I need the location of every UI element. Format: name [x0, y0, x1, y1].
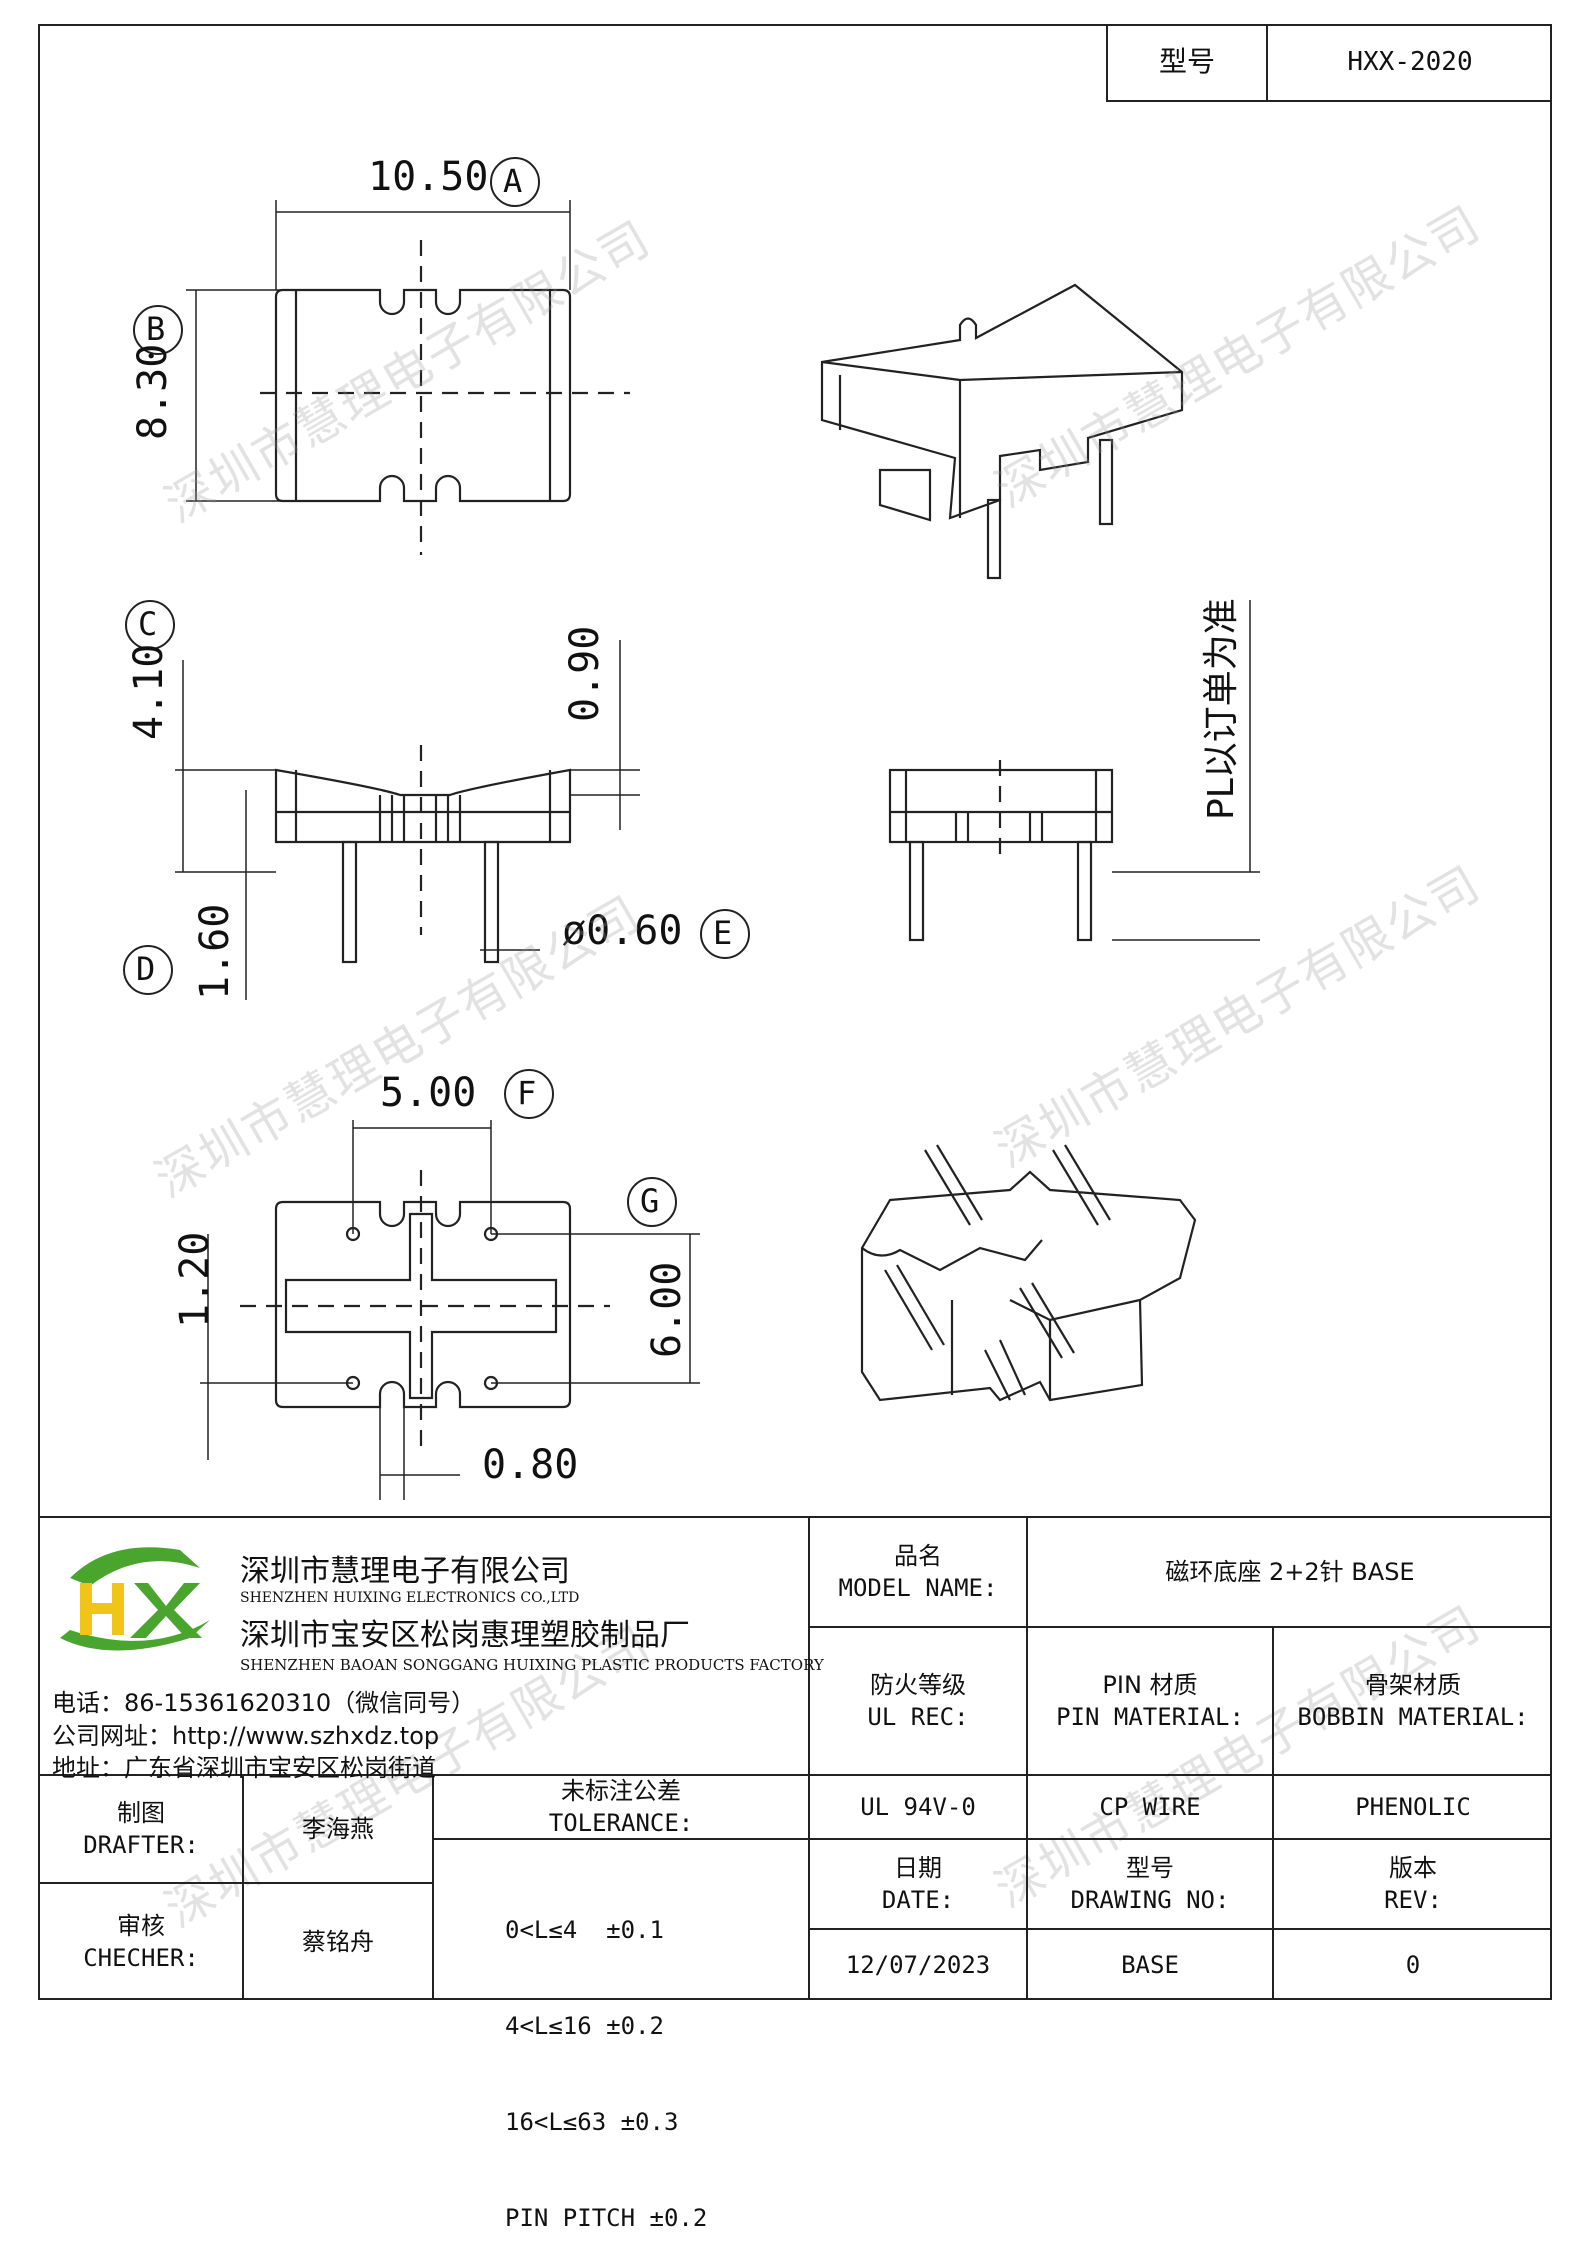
bobbin-material-label-en: BOBBIN MATERIAL:	[1297, 1703, 1529, 1731]
pin-material-label: PIN 材质 PIN MATERIAL:	[1028, 1628, 1272, 1774]
date-label: 日期 DATE:	[810, 1840, 1026, 1928]
drawing-no-value: BASE	[1121, 1951, 1179, 1979]
top-view	[186, 200, 630, 555]
header-model-value: HXX-2020	[1347, 47, 1473, 77]
drafter-label-en: DRAFTER:	[83, 1831, 199, 1859]
iso-view-bottom	[860, 1144, 1197, 1402]
rev-label-cn: 版本	[1389, 1854, 1437, 1882]
tolerance-line: PIN PITCH ±0.2	[505, 2204, 708, 2232]
tolerance-table: 0<L≤4 ±0.1 4<L≤16 ±0.2 16<L≤63 ±0.3 PIN …	[505, 1850, 707, 2266]
tolerance-line: 0<L≤4 ±0.1	[505, 1916, 664, 1944]
dim-e-value: ø0.60	[562, 908, 683, 954]
tolerance-label-en: TOLERANCE:	[548, 1809, 694, 1837]
rev-label-en: REV:	[1384, 1886, 1442, 1914]
drafter-value: 李海燕	[302, 1815, 374, 1843]
dim-090-value: 0.90	[562, 625, 608, 722]
pin-material-label-en: PIN MATERIAL:	[1056, 1703, 1244, 1731]
pin-material-value: CP WIRE	[1099, 1793, 1201, 1821]
dim-c-tag: C	[138, 605, 158, 643]
dim-a-value: 10.50	[368, 154, 489, 200]
model-name-label-en: MODEL NAME:	[838, 1574, 998, 1602]
drawing-no-label-en: DRAWING NO:	[1070, 1886, 1230, 1914]
dim-g-tag: G	[640, 1182, 660, 1220]
model-name-label: 品名 MODEL NAME:	[810, 1518, 1026, 1626]
ul-label-cn: 防火等级	[870, 1671, 966, 1699]
date-value: 12/07/2023	[845, 1951, 991, 1979]
drawing-frame	[38, 24, 1552, 2000]
drafter-label-cn: 制图	[117, 1799, 165, 1827]
iso-view-top	[820, 283, 1184, 580]
dim-e-tag: E	[713, 914, 733, 952]
company-logo	[60, 1547, 210, 1651]
ul-value: UL 94V-0	[860, 1793, 976, 1821]
dim-d-value: 1.60	[192, 903, 238, 1000]
rev-label: 版本 REV:	[1274, 1840, 1552, 1928]
checker-label-en: CHECHER:	[83, 1944, 199, 1972]
checker-label-cn: 审核	[117, 1912, 165, 1940]
tolerance-divider	[434, 1838, 808, 1840]
tolerance-label-cn: 未标注公差	[561, 1777, 681, 1805]
dim-f-value: 5.00	[380, 1070, 477, 1116]
factory-name-en: SHENZHEN BAOAN SONGGANG HUIXING PLASTIC …	[240, 1656, 824, 1674]
date-label-en: DATE:	[881, 1886, 955, 1914]
tolerance-line: 16<L≤63 ±0.3	[505, 2108, 679, 2136]
header-model-label: 型号	[1158, 45, 1215, 78]
drafter-label: 制图 DRAFTER:	[40, 1776, 242, 1882]
header-divider	[1266, 24, 1268, 102]
dim-f-tag: F	[517, 1074, 537, 1112]
company-name-cn: 深圳市慧理电子有限公司	[240, 1554, 570, 1589]
company-phone: 电话：86-15361620310（微信同号）	[52, 1689, 476, 1717]
checker-value: 蔡铭舟	[302, 1928, 374, 1956]
dim-a-tag: A	[503, 162, 523, 200]
model-name-label-cn: 品名	[894, 1542, 942, 1570]
tolerance-line: 4<L≤16 ±0.2	[505, 2012, 664, 2040]
drawing-no-label: 型号 DRAWING NO:	[1028, 1840, 1272, 1928]
dim-b-value: 8.30	[130, 343, 176, 440]
bobbin-material-label: 骨架材质 BOBBIN MATERIAL:	[1274, 1628, 1552, 1774]
technical-drawing	[123, 157, 1260, 1500]
side-view	[888, 600, 1260, 942]
dimension-tags	[123, 157, 750, 1227]
dim-c-value: 4.10	[126, 643, 172, 740]
dim-080-value: 0.80	[482, 1442, 579, 1488]
bobbin-material-label-cn: 骨架材质	[1365, 1671, 1461, 1699]
company-website: 公司网址：http://www.szhxdz.top	[52, 1722, 440, 1750]
tolerance-label: 未标注公差 TOLERANCE:	[434, 1776, 808, 1838]
ul-label: 防火等级 UL REC:	[810, 1628, 1026, 1774]
company-name-en: SHENZHEN HUIXING ELECTRONICS CO.,LTD	[240, 1590, 580, 1606]
header-model-box	[1106, 24, 1552, 102]
checker-label: 审核 CHECHER:	[40, 1884, 242, 2000]
rev-value: 0	[1405, 1951, 1421, 1979]
model-name-value: 磁环底座 2+2针 BASE	[1165, 1558, 1415, 1586]
front-view	[175, 640, 640, 1000]
dim-120-value: 1.20	[172, 1231, 218, 1328]
ul-label-en: UL REC:	[867, 1703, 969, 1731]
dim-d-tag: D	[136, 950, 156, 988]
pin-material-label-cn: PIN 材质	[1102, 1671, 1198, 1699]
dim-600-value: 6.00	[644, 1261, 690, 1358]
bobbin-material-value: PHENOLIC	[1355, 1793, 1471, 1821]
pl-note: PL以订单为准	[1201, 598, 1242, 820]
date-label-cn: 日期	[894, 1854, 942, 1882]
bottom-view	[200, 1120, 700, 1500]
dim-b-tag: B	[146, 310, 166, 348]
factory-name-cn: 深圳市宝安区松岗惠理塑胶制品厂	[240, 1618, 690, 1653]
company-address: 地址：广东省深圳市宝安区松岗街道	[52, 1754, 436, 1782]
drawing-no-label-cn: 型号	[1126, 1854, 1174, 1882]
